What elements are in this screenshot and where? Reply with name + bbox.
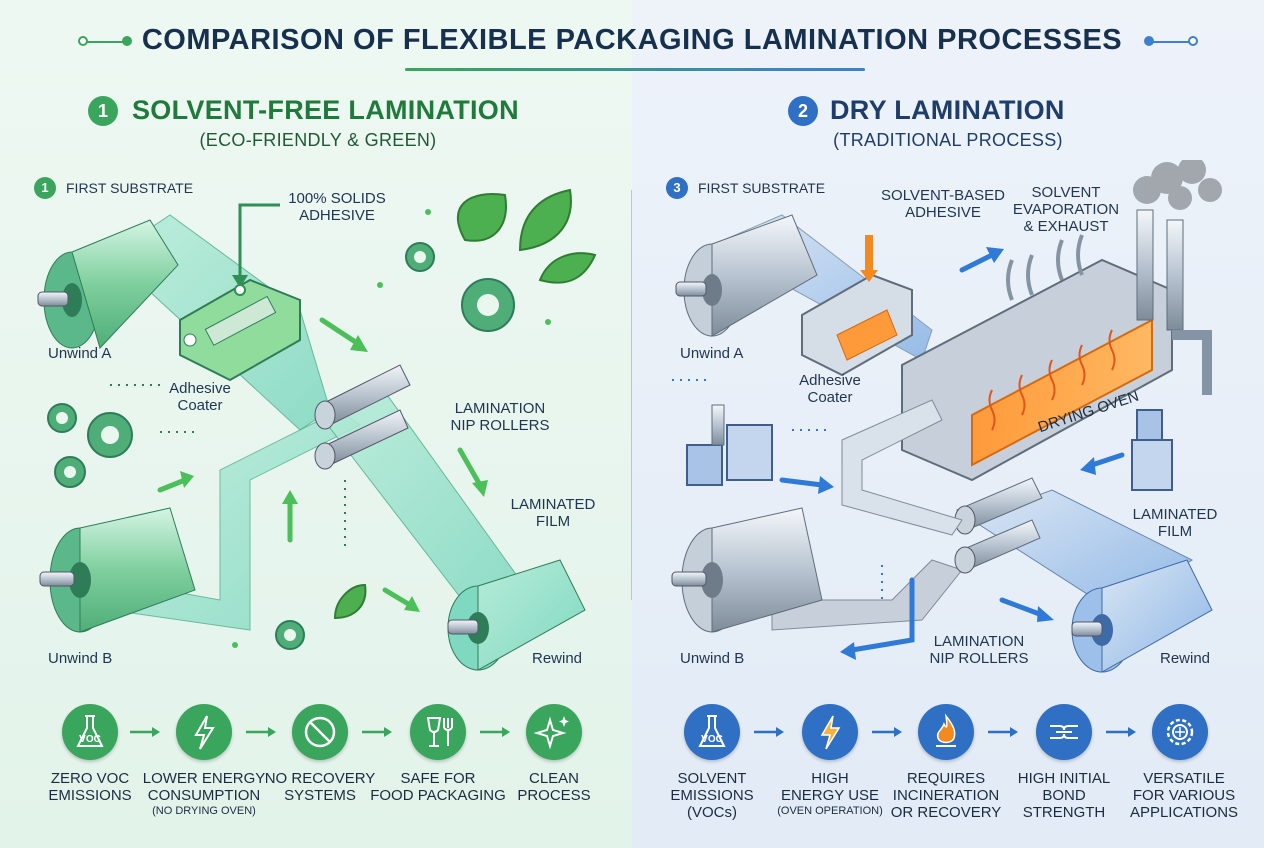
flame-icon	[918, 704, 974, 760]
benefit-label: SAFE FOR FOOD PACKAGING	[370, 770, 506, 804]
title-decoration-left-dot2	[122, 36, 132, 46]
first-substrate-label: FIRST SUBSTRATE	[66, 180, 194, 196]
benefit-note: (OVEN OPERATION)	[777, 805, 883, 817]
benefit-label: SOLVENT EMISSIONS (VOCs)	[670, 770, 754, 821]
first-substrate-label: FIRST SUBSTRATE	[698, 180, 826, 196]
flow-arrow	[362, 727, 392, 737]
benefit-label: HIGH ENERGY USE	[780, 770, 880, 804]
title-underline	[405, 68, 865, 71]
rewind-label: Rewind	[532, 650, 583, 667]
flow-arrow	[246, 727, 276, 737]
voc-flask-icon: VOC	[62, 704, 118, 760]
benefit-label: REQUIRES INCINERATION OR RECOVERY	[890, 770, 1002, 821]
sparkle-icon	[526, 704, 582, 760]
glass-fork-icon	[410, 704, 466, 760]
unwind-a-label: Unwind A	[48, 345, 112, 362]
unwind-b-label: Unwind B	[48, 650, 113, 667]
unwind-a-label: Unwind A	[680, 345, 744, 362]
laminated-film-label: LAMINATED FILM	[510, 496, 596, 530]
benefit-item: REQUIRES INCINERATION OR RECOVERY	[876, 770, 1016, 821]
benefit-item: SOLVENT EMISSIONS (VOCs)	[642, 770, 782, 821]
benefit-item: HIGH INITIAL BOND STRENGTH	[994, 770, 1134, 821]
adhesive-coater-label: Adhesive Coater	[169, 380, 231, 414]
lightning-icon	[176, 704, 232, 760]
adhesive-coater-label: Adhesive Coater	[799, 372, 861, 406]
solvent-free-process-illustration	[37, 188, 597, 671]
benefit-item: VERSATILE FOR VARIOUS APPLICATIONS	[1114, 770, 1254, 821]
benefit-label: LOWER ENERGY CONSUMPTION	[142, 770, 266, 804]
flow-arrow	[130, 727, 160, 737]
voc-icon-text: VOC	[701, 734, 723, 745]
laminated-film-label: LAMINATED FILM	[1132, 506, 1218, 540]
benefit-item: NO RECOVERY SYSTEMS	[250, 770, 390, 804]
section-subtitle: (ECO-FRIENDLY & GREEN)	[199, 130, 437, 150]
nip-rollers-label: LAMINATION NIP ROLLERS	[450, 400, 550, 434]
step-number-badge: 1	[34, 177, 56, 199]
flow-arrow	[480, 727, 510, 737]
title-decoration-left-dot	[78, 36, 88, 46]
benefit-note: (NO DRYING OVEN)	[152, 805, 256, 817]
benefit-item: ZERO VOC EMISSIONS	[20, 770, 160, 804]
section-subtitle: (TRADITIONAL PROCESS)	[833, 130, 1063, 150]
benefit-item: CLEAN PROCESS	[484, 770, 624, 804]
title-decoration-right	[1152, 41, 1194, 43]
benefit-label: NO RECOVERY SYSTEMS	[264, 770, 376, 804]
dry-lamination-process-illustration	[671, 160, 1222, 673]
rewind-label: Rewind	[1160, 650, 1211, 667]
page-title: COMPARISON OF FLEXIBLE PACKAGING LAMINAT…	[141, 24, 1123, 56]
panel-divider	[631, 190, 632, 600]
adhesive-label: 100% SOLIDS ADHESIVE	[288, 190, 386, 224]
gear-icon	[1152, 704, 1208, 760]
section-number-badge: 2	[788, 96, 818, 126]
benefit-label: HIGH INITIAL BOND STRENGTH	[1017, 770, 1111, 821]
flow-arrow	[754, 727, 784, 737]
voc-icon-text: VOC	[79, 734, 101, 745]
title-decoration-right-dot2	[1188, 36, 1198, 46]
benefit-label: VERSATILE FOR VARIOUS APPLICATIONS	[1129, 770, 1239, 821]
benefit-item: LOWER ENERGY CONSUMPTION(NO DRYING OVEN)	[134, 770, 274, 818]
title-decoration-left	[84, 41, 126, 43]
step-number-badge: 3	[666, 177, 688, 199]
benefit-item: SAFE FOR FOOD PACKAGING	[368, 770, 508, 804]
title-decoration-right-dot	[1144, 36, 1154, 46]
flow-arrow	[872, 727, 902, 737]
section-title: DRY LAMINATION	[830, 95, 1065, 125]
benefit-label: ZERO VOC EMISSIONS	[48, 770, 132, 804]
section-number-badge: 1	[88, 96, 118, 126]
lightning-icon	[802, 704, 858, 760]
benefit-label: CLEAN PROCESS	[517, 770, 591, 804]
flow-arrow	[1106, 727, 1136, 737]
benefit-item: HIGH ENERGY USE(OVEN OPERATION)	[760, 770, 900, 818]
unwind-b-label: Unwind B	[680, 650, 745, 667]
flow-arrow	[988, 727, 1018, 737]
nip-rollers-label: LAMINATION NIP ROLLERS	[929, 633, 1029, 667]
bond-icon	[1036, 704, 1092, 760]
voc-flask-icon: VOC	[684, 704, 740, 760]
adhesive-label: SOLVENT-BASED ADHESIVE	[881, 187, 1005, 221]
section-title: SOLVENT-FREE LAMINATION	[132, 95, 519, 125]
prohibited-icon	[292, 704, 348, 760]
solvent-evaporation-label: SOLVENT EVAPORATION & EXHAUST	[1012, 184, 1120, 235]
